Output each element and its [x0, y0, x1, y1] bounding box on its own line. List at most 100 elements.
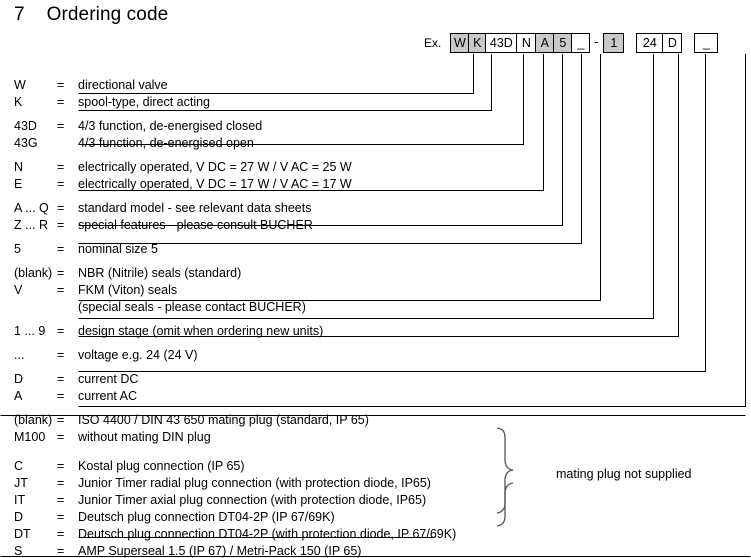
legend-code: D [14, 372, 24, 386]
legend-equals: = [57, 177, 65, 191]
legend-row: Z ... R = special features - please cons… [0, 218, 751, 235]
legend-description: current AC [78, 389, 138, 403]
section-title: Ordering code [46, 4, 169, 25]
legend-equals: = [57, 348, 65, 362]
row-gap [0, 447, 751, 459]
legend-description: nominal size 5 [78, 242, 158, 256]
row-gap [0, 406, 751, 413]
legend-code: JT [14, 476, 28, 490]
legend-code: D [14, 510, 24, 524]
legend-equals: = [57, 372, 65, 386]
legend-description: electrically operated, V DC = 17 W / V A… [78, 177, 352, 191]
code-box-d[interactable]: D [662, 33, 683, 53]
legend-equals: = [57, 389, 65, 403]
legend-description: NBR (Nitrile) seals (standard) [78, 266, 242, 280]
legend-description: 4/3 function, de-energised open [78, 136, 254, 150]
legend-row: (blank) = NBR (Nitrile) seals (standard) [0, 266, 751, 283]
code-box-43d[interactable]: 43D [485, 33, 518, 53]
legend-row: JT = Junior Timer radial plug connection… [0, 476, 751, 493]
legend-row: M100 = without mating DIN plug [0, 430, 751, 447]
legend-equals: = [57, 242, 65, 256]
legend-row: DT = Deutsch plug connection DT04-2P (wi… [0, 527, 751, 544]
legend-description: (special seals - please contact BUCHER) [78, 300, 306, 314]
legend-equals: = [57, 476, 65, 490]
legend-description: directional valve [78, 78, 168, 92]
legend-code: K [14, 95, 23, 109]
legend-code: 1 ... 9 [14, 324, 46, 338]
legend-code: W [14, 78, 26, 92]
brace-annotation-label: mating plug not supplied [556, 467, 692, 481]
legend-equals: = [57, 324, 65, 338]
row-gap [0, 317, 751, 324]
legend-description: design stage (omit when ordering new uni… [78, 324, 324, 338]
legend-code: A ... Q [14, 201, 49, 215]
legend-row: A = current AC [0, 389, 751, 406]
legend-code: (blank) [14, 413, 53, 427]
example-label: Ex. [424, 36, 442, 50]
row-gap [0, 112, 751, 119]
legend-description: Junior Timer radial plug connection (wit… [78, 476, 431, 490]
legend-row: ... = voltage e.g. 24 (24 V) [0, 348, 751, 365]
legend-code: 5 [14, 242, 21, 256]
code-box-seals[interactable]: _ [571, 33, 591, 53]
legend-row: IT = Junior Timer axial plug connection … [0, 493, 751, 510]
legend-equals: = [57, 510, 65, 524]
row-gap [0, 341, 751, 348]
legend-list: W = directional valve K = spool-type, di… [0, 78, 751, 558]
legend-row: (special seals - please contact BUCHER) [0, 300, 751, 317]
code-box-n[interactable]: N [516, 33, 537, 53]
legend-equals: = [57, 78, 65, 92]
legend-code: V [14, 283, 23, 297]
legend-description: current DC [78, 372, 139, 386]
legend-equals: = [57, 527, 65, 541]
legend-code: DT [14, 527, 31, 541]
legend-code: A [14, 389, 23, 403]
legend-code: ... [14, 348, 25, 362]
legend-description: Deutsch plug connection DT04-2P (with pr… [78, 527, 457, 541]
legend-code: IT [14, 493, 26, 507]
legend-row: C = Kostal plug connection (IP 65) [0, 459, 751, 476]
legend-description: electrically operated, V DC = 27 W / V A… [78, 160, 352, 174]
section-number: 7 [14, 4, 25, 25]
legend-equals: = [57, 95, 65, 109]
example-code-strip: Ex. W K 43D N A 5 _ - 1 24 D _ [424, 32, 719, 54]
legend-description: AMP Superseal 1.5 (IP 67) / Metri-Pack 1… [78, 544, 362, 558]
legend-equals: = [57, 493, 65, 507]
row-gap [0, 153, 751, 160]
legend-row: S = AMP Superseal 1.5 (IP 67) / Metri-Pa… [0, 544, 751, 558]
legend-row: (blank) = ISO 4400 / DIN 43 650 mating p… [0, 413, 751, 430]
row-gap [0, 194, 751, 201]
legend-equals: = [57, 459, 65, 473]
legend-description: FKM (Viton) seals [78, 283, 178, 297]
legend-equals: = [57, 430, 65, 444]
legend-description: Kostal plug connection (IP 65) [78, 459, 245, 473]
legend-description: Junior Timer axial plug connection (with… [78, 493, 427, 507]
legend-row: N = electrically operated, V DC = 27 W /… [0, 160, 751, 177]
code-box-w[interactable]: W [450, 33, 470, 53]
legend-row: E = electrically operated, V DC = 17 W /… [0, 177, 751, 194]
legend-equals: = [57, 160, 65, 174]
legend-row: K = spool-type, direct acting [0, 95, 751, 112]
legend-equals: = [57, 201, 65, 215]
row-gap [0, 235, 751, 242]
legend-description: voltage e.g. 24 (24 V) [78, 348, 198, 362]
code-box-k[interactable]: K [468, 33, 487, 53]
code-box-1[interactable]: 1 [603, 33, 625, 53]
legend-row: 1 ... 9 = design stage (omit when orderi… [0, 324, 751, 341]
legend-code: S [14, 544, 23, 558]
legend-equals: = [57, 413, 65, 427]
legend-row: D = Deutsch plug connection DT04-2P (IP … [0, 510, 751, 527]
code-box-plug[interactable]: _ [694, 33, 719, 53]
legend-description: Deutsch plug connection DT04-2P (IP 67/6… [78, 510, 335, 524]
legend-row: V = FKM (Viton) seals [0, 283, 751, 300]
legend-code: M100 [14, 430, 46, 444]
legend-equals: = [57, 283, 65, 297]
legend-equals: = [57, 544, 65, 558]
row-gap [0, 259, 751, 266]
legend-code: 43D [14, 119, 37, 133]
code-box-a[interactable]: A [535, 33, 555, 53]
legend-code: C [14, 459, 24, 473]
code-box-5[interactable]: 5 [553, 33, 573, 53]
legend-code: Z ... R [14, 218, 49, 232]
code-box-24[interactable]: 24 [636, 33, 664, 53]
